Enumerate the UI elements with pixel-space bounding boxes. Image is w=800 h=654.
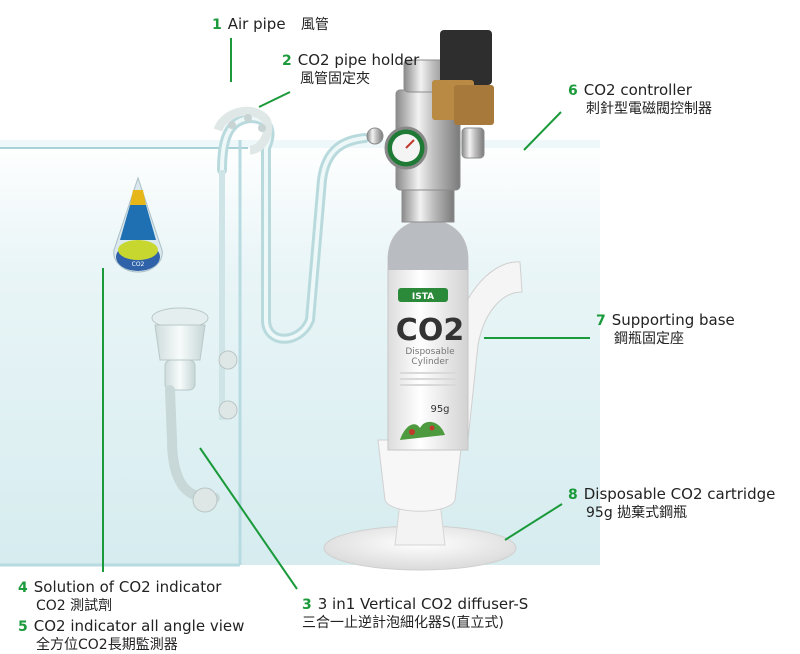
- cylinder-title: CO2: [396, 313, 464, 348]
- callout-english: CO2 pipe holder: [297, 51, 420, 69]
- callout-english: CO2 indicator all angle view: [33, 617, 245, 635]
- callout-controller: 6 CO2 controller 刺針型電磁閥控制器: [568, 80, 712, 118]
- callout-english: 3 in1 Vertical CO2 diffuser-S: [317, 595, 529, 613]
- callout-chinese: 風管: [300, 17, 329, 33]
- callout-air-pipe: 1 Air pipe 風管: [212, 14, 329, 35]
- callout-chinese: 95g 拋棄式鋼瓶: [586, 504, 688, 521]
- leader-lines: [102, 38, 590, 590]
- callout-number: 4: [18, 580, 28, 596]
- callout-chinese: 三合一止逆計泡細化器S(直立式): [302, 614, 504, 631]
- callout-number: 1: [212, 17, 222, 33]
- callout-indicator-solution: 4 Solution of CO2 indicator CO2 測試劑: [18, 577, 221, 615]
- brand-logo: ISTA: [412, 292, 434, 302]
- callout-english: Supporting base: [611, 311, 735, 329]
- callout-number: 2: [282, 53, 292, 69]
- callout-english: Air pipe: [227, 15, 286, 33]
- aquarium-tank: [0, 140, 600, 567]
- callout-cartridge: 8 Disposable CO2 cartridge 95g 拋棄式鋼瓶: [568, 484, 775, 522]
- callout-chinese: 全方位CO2長期監測器: [36, 636, 178, 653]
- callout-diffuser: 3 3 in1 Vertical CO2 diffuser-S 三合一止逆計泡細化…: [302, 594, 528, 632]
- co2-cylinder: ISTA CO2 Disposable Cylinder 95g: [387, 219, 469, 451]
- air-pipe: [217, 112, 370, 420]
- indicator-label: CO2: [132, 261, 145, 268]
- cylinder-weight: 95g: [430, 404, 449, 415]
- cylinder-line2: Cylinder: [411, 357, 449, 367]
- callout-number: 8: [568, 487, 578, 503]
- callout-supporting-base: 7 Supporting base 鋼瓶固定座: [596, 310, 735, 348]
- cylinder-line1: Disposable: [405, 347, 455, 357]
- co2-diffuser: [151, 307, 238, 513]
- callout-english: Disposable CO2 cartridge: [583, 485, 776, 503]
- callout-number: 5: [18, 619, 28, 635]
- co2-controller: [366, 30, 494, 223]
- callout-english: Solution of CO2 indicator: [33, 578, 222, 596]
- callout-number: 6: [568, 83, 578, 99]
- callout-english: CO2 controller: [583, 81, 692, 99]
- callout-chinese: 風管固定夾: [300, 70, 370, 87]
- callout-chinese: 刺針型電磁閥控制器: [586, 100, 712, 117]
- callout-chinese: CO2 測試劑: [36, 597, 113, 614]
- callout-number: 7: [596, 313, 606, 329]
- callout-chinese: 鋼瓶固定座: [614, 330, 684, 347]
- pipe-holder: [213, 106, 273, 155]
- callout-indicator-view: 5 CO2 indicator all angle view 全方位CO2長期監測…: [18, 616, 244, 654]
- callout-number: 3: [302, 597, 312, 613]
- co2-indicator: CO2: [113, 176, 163, 273]
- support-base: [323, 261, 523, 571]
- callout-pipe-holder: 2 CO2 pipe holder 風管固定夾: [282, 50, 419, 88]
